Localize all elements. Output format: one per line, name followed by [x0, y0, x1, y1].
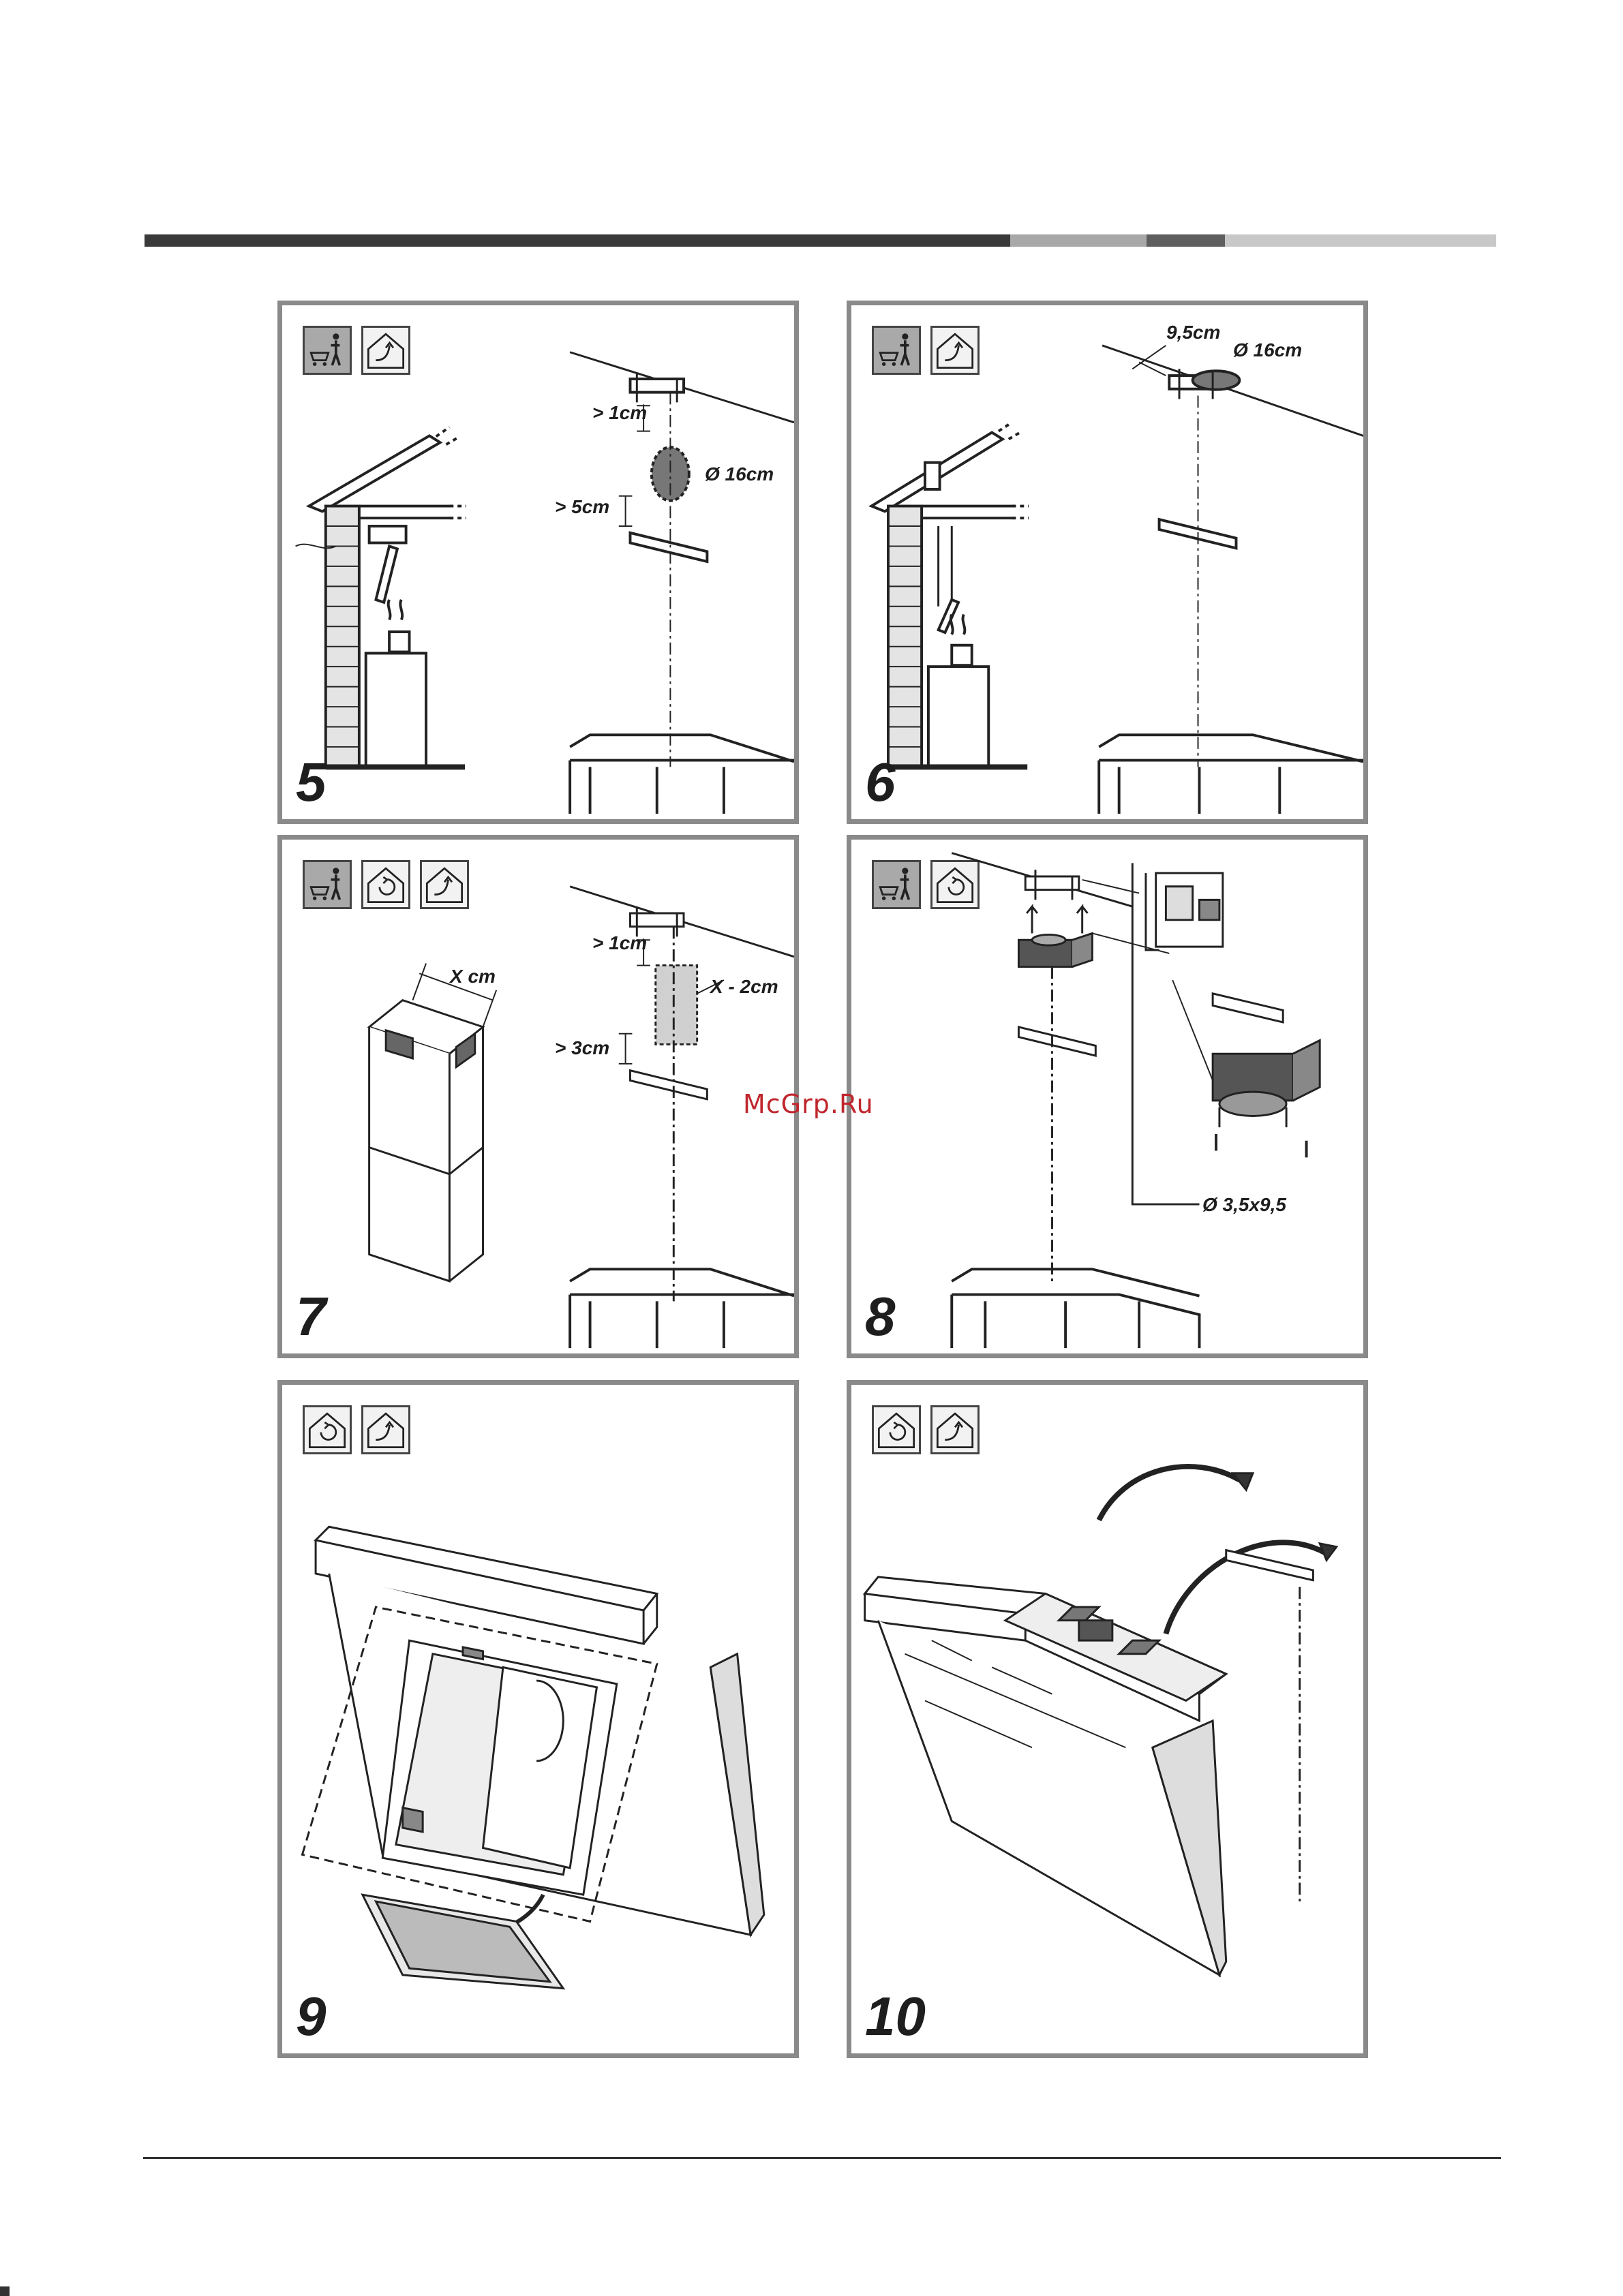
header-bar	[145, 234, 1496, 247]
gap-bottom-label: > 5cm	[555, 496, 609, 518]
offset-label: 9,5cm	[1166, 322, 1220, 343]
diameter-label: Ø 16cm	[1233, 339, 1302, 361]
step-9-illustration	[282, 1385, 794, 2053]
step-panel-8: Ø 3,5x9,5 8	[847, 835, 1368, 1358]
header-bar-segment-dark	[145, 234, 1010, 247]
step-10-illustration	[851, 1385, 1363, 2053]
step-8-illustration	[851, 840, 1363, 1353]
opening-label: X - 2cm	[710, 976, 778, 998]
width-label: X cm	[450, 966, 496, 988]
header-bar-segment-mid	[1147, 234, 1225, 247]
step-number: 10	[865, 1989, 926, 2044]
diameter-label: Ø 16cm	[705, 463, 774, 485]
gap-top-label: > 1cm	[592, 402, 647, 424]
step-panel-7: X cm > 1cm X - 2cm > 3cm 7	[277, 835, 799, 1358]
step-number: 5	[296, 755, 327, 810]
step-panel-6: 9,5cm Ø 16cm 6	[847, 301, 1368, 824]
step-number: 9	[296, 1989, 327, 2044]
screw-size-label: Ø 3,5x9,5	[1202, 1194, 1286, 1216]
step-panel-10: 10	[847, 1380, 1368, 2058]
step-number: 8	[865, 1289, 896, 1344]
step-5-illustration	[282, 305, 794, 819]
header-bar-segment-light	[1010, 234, 1147, 247]
step-panel-5: > 1cm Ø 16cm > 5cm 5	[277, 301, 799, 824]
step-panel-9: 9	[277, 1380, 799, 2058]
gap-bottom-label: > 3cm	[555, 1037, 609, 1059]
header-bar-segment-pale	[1225, 234, 1496, 247]
step-6-illustration	[851, 305, 1363, 819]
step-7-illustration	[282, 840, 794, 1353]
watermark-text: McGrp.Ru	[743, 1089, 874, 1119]
step-number: 6	[865, 755, 896, 810]
gap-top-label: > 1cm	[592, 932, 647, 954]
corner-crop-mark	[0, 2286, 10, 2296]
footer-rule	[143, 2157, 1501, 2159]
step-number: 7	[296, 1289, 327, 1344]
